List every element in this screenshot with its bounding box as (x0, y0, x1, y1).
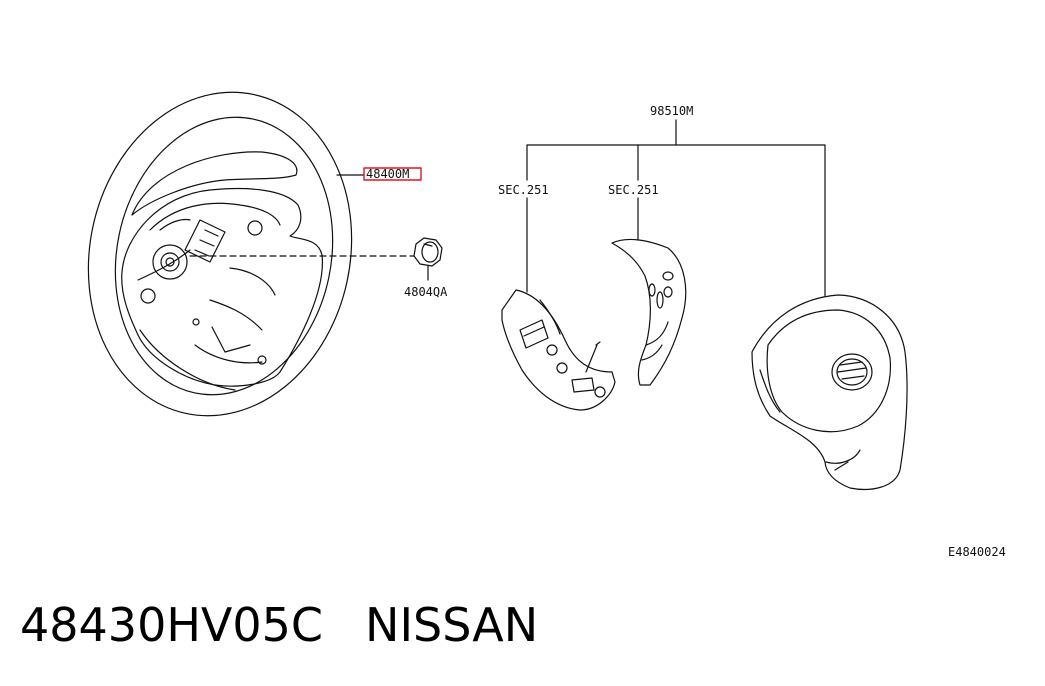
part-label-48400M[interactable]: 48400M (366, 167, 409, 181)
group-bracket-lines (526, 119, 826, 297)
steering-wheel-drawing (87, 91, 353, 417)
section-ref-right[interactable]: SEC.251 (608, 183, 659, 197)
part-number: 48430HV05C (20, 598, 324, 652)
airbag-module-drawing (751, 294, 908, 491)
diagram-code: E4840024 (948, 545, 1006, 559)
nut-drawing (413, 237, 443, 281)
section-ref-left[interactable]: SEC.251 (498, 183, 549, 197)
selected-part-highlight (363, 167, 422, 181)
brand-name: NISSAN (365, 598, 539, 652)
part-label-98510M[interactable]: 98510M (650, 104, 693, 118)
part-label-4804QA[interactable]: 4804QA (404, 285, 448, 299)
right-switch-cover-drawing (611, 238, 687, 386)
footer-caption: 48430HV05C NISSAN (20, 598, 538, 652)
left-switch-cover-drawing (501, 289, 616, 411)
